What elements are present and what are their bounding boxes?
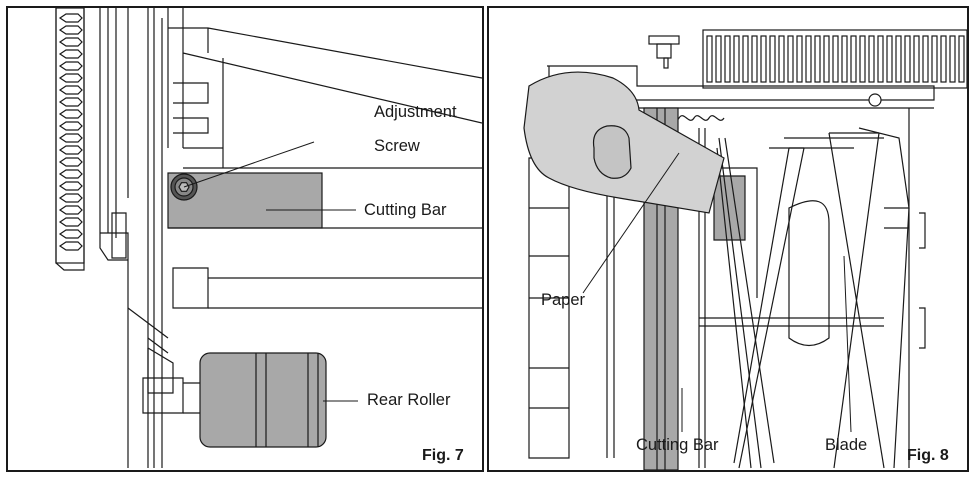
gear-wheel-tooth (841, 35, 848, 83)
figure-8-drawing (523, 29, 967, 470)
gear-tooth (58, 157, 83, 167)
gear-wheel-tooth (868, 35, 875, 83)
label-paper: Paper (541, 291, 586, 309)
gear-wheel-tooth (922, 35, 929, 83)
gear-tooth (58, 97, 83, 107)
hand-holding-paper (523, 71, 725, 214)
gear-wheel-tooth (769, 35, 776, 83)
gear-wheel-tooth (823, 35, 830, 83)
blade-shape (699, 127, 910, 469)
gear-teeth (58, 13, 83, 251)
label-cutting-bar: Cutting Bar (364, 201, 447, 219)
rear-roller-shape (199, 352, 327, 448)
gear-tooth (58, 205, 83, 215)
label-blade: Blade (825, 436, 868, 454)
gear-wheel-tooth (877, 35, 884, 83)
gear-tooth (58, 217, 83, 227)
gear-wheel-tooth (814, 35, 821, 83)
side-column (528, 157, 570, 459)
gear-tooth (58, 145, 83, 155)
gear-wheel-tooth (886, 35, 893, 83)
gear-tooth (58, 25, 83, 35)
gear-wheel-tooth (715, 35, 722, 83)
gear-tooth (58, 109, 83, 119)
gear-tooth (58, 37, 83, 47)
gear-wheel-tooth (742, 35, 749, 83)
gear-wheel-tooth (859, 35, 866, 83)
leader-paper (582, 152, 680, 294)
gear-tooth (58, 61, 83, 71)
gear-wheel-tooth (940, 35, 947, 83)
gear-wheel-tooth (760, 35, 767, 83)
gear-wheel-tooth (931, 35, 938, 83)
label-cutting-bar: Cutting Bar (636, 436, 719, 454)
paper-strip (713, 175, 746, 241)
gear-tooth (58, 193, 83, 203)
gear-tooth (58, 73, 83, 83)
gear-wheel-tooth (904, 35, 911, 83)
gear-tooth (58, 169, 83, 179)
gear-tooth (58, 121, 83, 131)
gear-wheel-tooth (895, 35, 902, 83)
upper-guide (167, 8, 482, 168)
top-knob (648, 35, 680, 69)
label-adjustment-screw-line1: Adjustment (374, 103, 457, 121)
leader-blade (843, 255, 852, 433)
gear-tooth (58, 133, 83, 143)
gear-tooth (58, 13, 83, 23)
gear-wheel-tooth (913, 35, 920, 83)
figure-8-panel: Paper Cutting Bar Blade Fig. 8 (487, 6, 969, 472)
gear-wheel-tooth (832, 35, 839, 83)
gear-strip (55, 8, 85, 271)
leader-adjustment-screw (183, 141, 315, 188)
figure-7-drawing (55, 8, 482, 468)
gear-wheel-tooth (787, 35, 794, 83)
label-adjustment-screw-line2: Screw (374, 137, 420, 155)
label-rear-roller: Rear Roller (367, 391, 451, 409)
gear-wheel-tooth (796, 35, 803, 83)
gear-wheel-tooth (733, 35, 740, 83)
figure-caption: Fig. 8 (907, 447, 949, 464)
gear-wheel-tooth (724, 35, 731, 83)
gear-wheel-tooth (958, 35, 965, 83)
gear-wheel-tooth (751, 35, 758, 83)
gear-wheel-tooth (949, 35, 956, 83)
gear-tooth (58, 49, 83, 59)
cutting-bar-shape (167, 172, 323, 229)
figure-caption: Fig. 7 (422, 447, 464, 464)
gear-tooth (58, 241, 83, 251)
gear-tooth (58, 181, 83, 191)
gear-wheel-tooth (778, 35, 785, 83)
gear-tooth (58, 85, 83, 95)
gear-wheel-teeth (706, 35, 965, 83)
figure-7-panel: Adjustment Screw Cutting Bar Rear Roller… (6, 6, 484, 472)
gear-wheel-tooth (850, 35, 857, 83)
gear-tooth (58, 229, 83, 239)
gear-wheel-tooth (805, 35, 812, 83)
frame-plate (99, 8, 129, 468)
gear-wheel-tooth (706, 35, 713, 83)
